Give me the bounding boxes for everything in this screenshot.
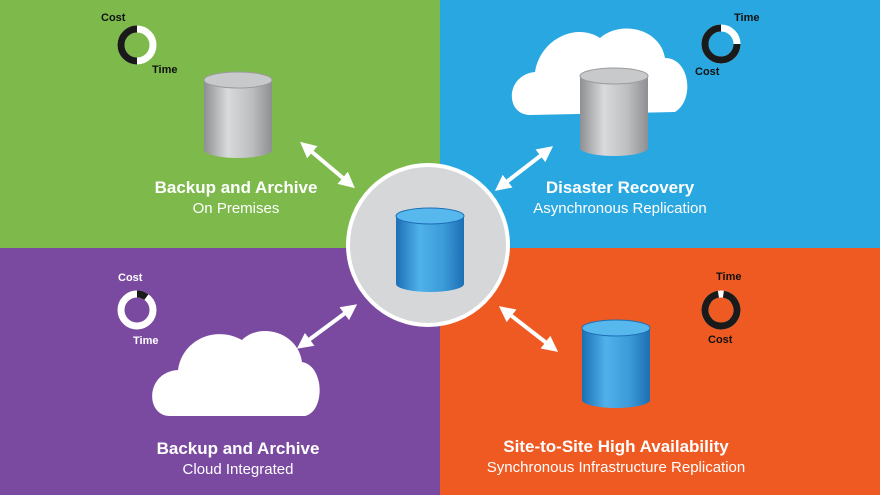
gauge-label-time: Time [133,335,159,347]
sync-arrow-bottom-right [498,306,559,352]
cost-time-gauge-on-premises [117,25,157,65]
cloud-icon-cloud-integrated [152,331,320,416]
subtitle-on-premises: On Premises [192,200,280,217]
label-group-cloud-integrated: Backup and Archive Cloud Integrated [138,439,338,478]
central-database-icon [395,207,465,292]
gauge-label-cost: Cost [695,66,720,78]
gauge-label-cost: Cost [708,334,733,346]
cost-time-gauge-cloud-integrated [117,290,157,330]
gauge-label-time: Time [716,271,742,283]
cost-time-gauge-disaster-recovery [701,24,741,64]
gauge-label-time: Time [152,64,178,76]
database-icon-high-availability [581,319,651,408]
gauge-label-cost: Cost [118,272,143,284]
title-high-availability: Site-to-Site High Availability [503,437,729,456]
sync-arrow-top-right [494,146,554,191]
database-icon-on-premises [203,71,273,158]
quadrant-high-availability [440,248,880,495]
title-backup-on-premises: Backup and Archive [154,178,318,197]
gauge-label-cost: Cost [101,12,126,24]
sync-arrow-bottom-left [296,304,358,349]
gauge-cost-arc [136,290,149,301]
subtitle-cloud-integrated: Cloud Integrated [182,461,294,478]
label-group-on-premises: Backup and Archive On Premises [136,178,336,217]
cost-time-gauge-high-availability [701,290,741,330]
sync-arrow-top-left [300,141,355,189]
subtitle-synchronous-replication: Synchronous Infrastructure Replication [486,459,746,476]
title-backup-cloud: Backup and Archive [156,439,320,458]
gauge-cost-arc [701,24,741,64]
label-group-disaster-recovery: Disaster Recovery Asynchronous Replicati… [520,178,720,217]
database-icon-disaster-recovery [579,67,649,156]
title-disaster-recovery: Disaster Recovery [545,178,695,197]
gauge-cost-arc [701,290,741,330]
label-group-high-availability: Site-to-Site High Availability Synchrono… [456,437,776,476]
subtitle-asynchronous-replication: Asynchronous Replication [533,200,707,217]
gauge-label-time: Time [734,12,760,24]
gauge-time-ring [117,290,157,330]
quadrant-disaster-recovery [440,0,880,248]
gauge-cost-arc [117,25,138,65]
